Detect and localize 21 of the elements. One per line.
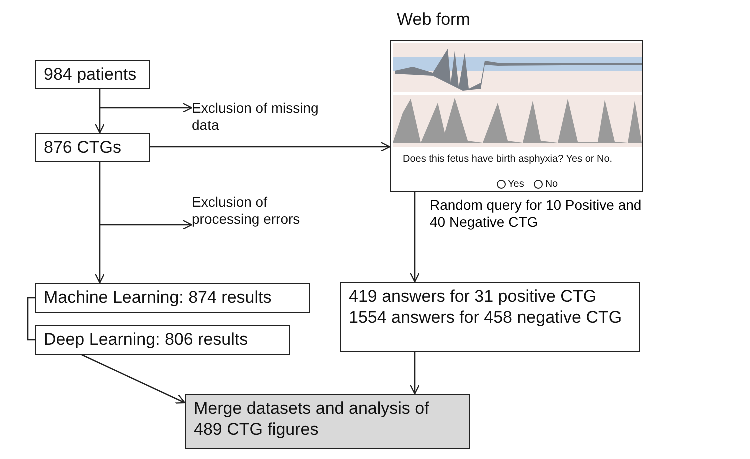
- arrow: [94, 161, 106, 284]
- arrow: [100, 102, 193, 114]
- process-box: 419 answers for 31 positive CTG 1554 answers for 458 negative CTG: [340, 282, 640, 352]
- process-box: Deep Learning: 806 results: [35, 325, 290, 355]
- result-box: Merge datasets and analysis of 489 CTG figures: [185, 394, 470, 449]
- radio-button: No: [534, 174, 558, 195]
- process-box: Machine Learning: 874 results: [35, 283, 310, 313]
- question-text: Does this fetus have birth asphyxia? Yes or No.: [403, 154, 613, 166]
- connector-line: [27, 297, 35, 341]
- radio-button: Yes: [497, 174, 524, 195]
- arrow: [410, 352, 420, 395]
- panel-heading: Web form: [397, 9, 470, 30]
- process-box: 876 CTGs: [35, 133, 150, 162]
- arrow: [82, 354, 186, 404]
- arrow: [94, 88, 106, 134]
- process-box: 984 patients: [35, 60, 150, 89]
- arrow: [150, 142, 391, 152]
- arrow: [410, 192, 420, 283]
- exclusion-note: Exclusion of processing errors: [192, 194, 332, 230]
- exclusion-note: Exclusion of missing data: [192, 100, 322, 136]
- arrow: [100, 220, 193, 230]
